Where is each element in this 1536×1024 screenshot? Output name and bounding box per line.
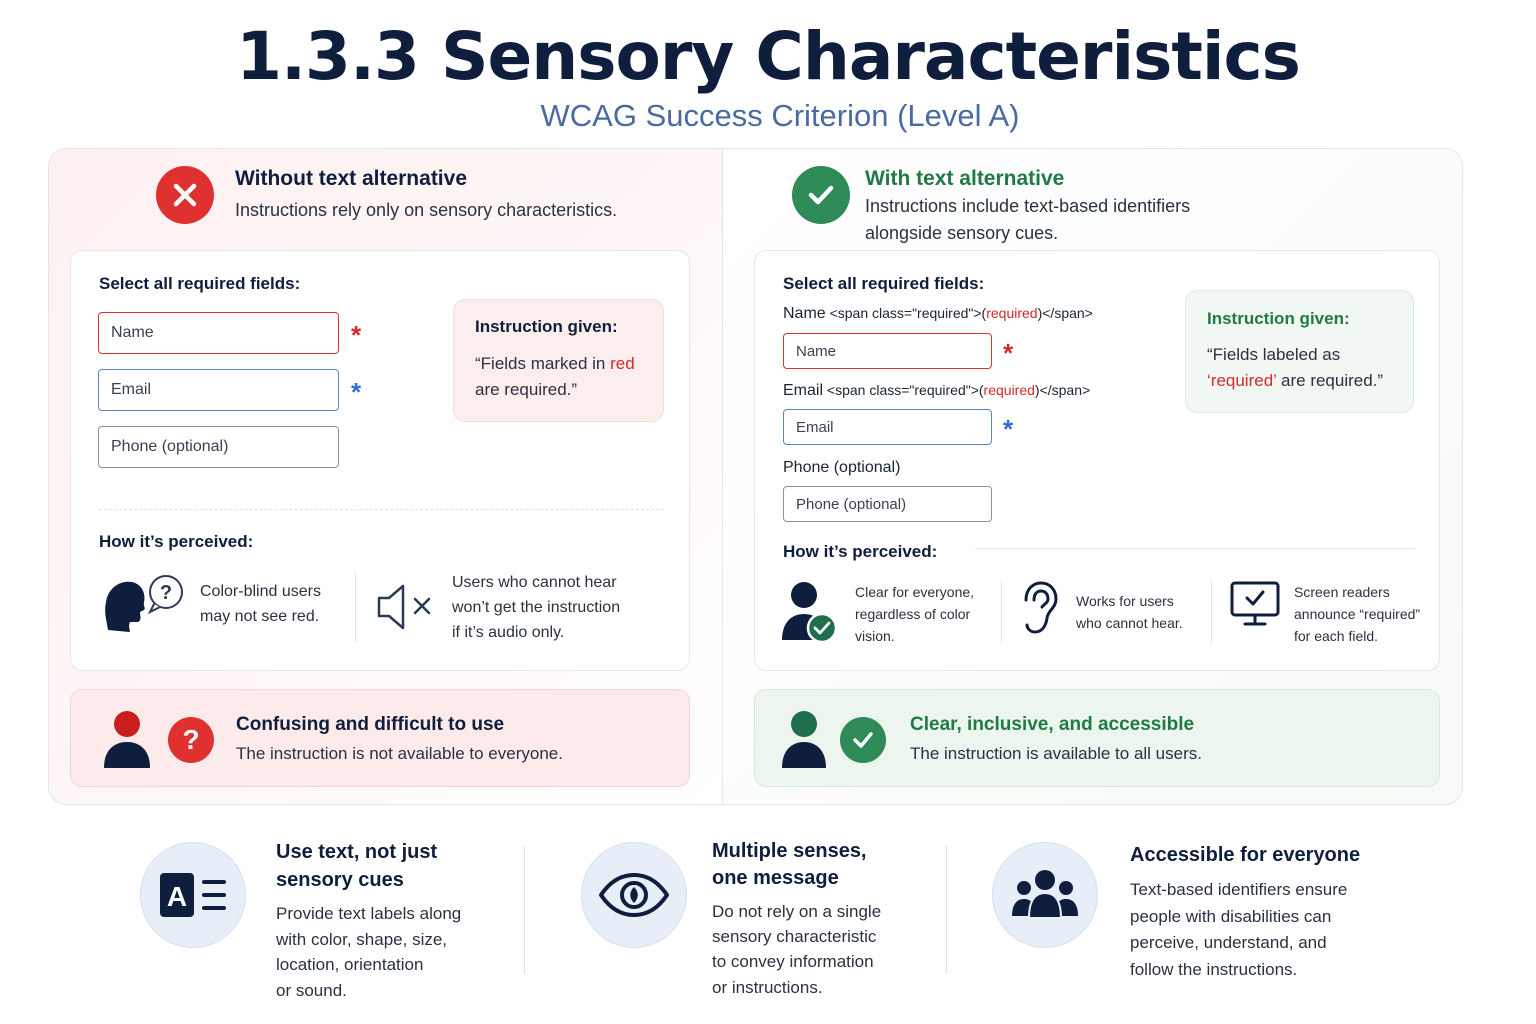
- eye-icon: [581, 842, 687, 948]
- left-instruction-title: Instruction given:: [475, 317, 618, 336]
- tip1-title-line2: sensory cues: [276, 869, 404, 891]
- perceived-colorblind-line2: may not see red.: [200, 608, 320, 625]
- right-perceived-divider: [975, 548, 1415, 549]
- email-label-with-span: Email <span class="required">(required)<…: [783, 382, 1091, 399]
- perceived-hearing-line2: who cannot hear.: [1076, 615, 1183, 631]
- left-instruction-text: “Fields marked in red are required.”: [475, 354, 635, 399]
- monitor-icon: [1229, 580, 1281, 633]
- ear-icon: [1018, 580, 1062, 641]
- perceived-colorblind-line1: Color-blind users: [200, 583, 321, 600]
- tip2-title-line2: one message: [712, 867, 839, 889]
- right-result-desc: The instruction is available to all user…: [910, 744, 1202, 763]
- tip3-line2: people with disabilities can: [1130, 907, 1332, 926]
- left-divider: [99, 509, 664, 510]
- perceived-audio-line1: Users who cannot hear: [452, 574, 617, 591]
- left-perceived-divider: [355, 572, 356, 642]
- user-green-icon: [780, 708, 832, 775]
- right-instruction-title: Instruction given:: [1207, 309, 1350, 328]
- phone-label: Phone (optional): [783, 459, 901, 476]
- speaker-muted-icon: [375, 582, 435, 637]
- perceived-screenreader-line2: announce “required”: [1294, 606, 1421, 622]
- name-field[interactable]: Name: [98, 312, 339, 354]
- tip2-line1: Do not rely on a single: [712, 902, 882, 921]
- required-star-blue: *: [351, 377, 362, 407]
- right-email-field[interactable]: Email: [783, 409, 992, 445]
- perceived-screenreader-line3: for each field.: [1294, 628, 1379, 644]
- head-question-icon: ?: [100, 572, 190, 641]
- perceived-clear-line1: Clear for everyone,: [855, 584, 975, 600]
- user-check-icon: [780, 580, 840, 651]
- perceived-audio-line2: won’t get the instruction: [452, 599, 621, 616]
- right-description-line1: Instructions include text-based identifi…: [865, 196, 1191, 216]
- perceived-screenreader-line1: Screen readers: [1294, 584, 1390, 600]
- group-icon: [992, 842, 1098, 948]
- right-perceived-divider-1: [1001, 580, 1002, 644]
- tip1-line1: Provide text labels along: [276, 904, 462, 923]
- left-instruction-box: [453, 299, 664, 422]
- user-red-icon: [100, 708, 154, 775]
- left-description: Instructions rely only on sensory charac…: [235, 200, 618, 220]
- text-label-icon: A: [140, 842, 246, 948]
- error-x-icon: [156, 166, 214, 224]
- right-phone-field[interactable]: Phone (optional): [783, 486, 992, 522]
- phone-field[interactable]: Phone (optional): [98, 426, 339, 468]
- right-result-title: Clear, inclusive, and accessible: [910, 714, 1195, 735]
- tip3-line3: perceive, understand, and: [1130, 933, 1327, 952]
- tip1-line2: with color, shape, size,: [276, 930, 448, 949]
- right-heading: With text alternative: [865, 167, 1065, 190]
- tip1-line4: or sound.: [276, 981, 347, 1000]
- tip3-line4: follow the instructions.: [1130, 960, 1298, 979]
- perceived-clear-line3: vision.: [855, 628, 895, 644]
- tip2-line2: sensory characteristic: [712, 927, 877, 946]
- left-form-title: Select all required fields:: [99, 274, 301, 293]
- question-icon: ?: [168, 717, 214, 763]
- tip3-title: Accessible for everyone: [1130, 844, 1361, 866]
- left-result-title: Confusing and difficult to use: [236, 714, 505, 735]
- right-description-line2: alongside sensory cues.: [865, 223, 1059, 243]
- right-instruction-box: [1185, 290, 1414, 413]
- green-check-icon: [840, 717, 886, 763]
- perceived-clear-line2: regardless of color: [855, 606, 971, 622]
- left-result-desc: The instruction is not available to ever…: [236, 744, 563, 763]
- tips-divider-2: [946, 846, 947, 974]
- right-perceived-divider-2: [1211, 580, 1212, 644]
- left-result-box: [70, 689, 690, 787]
- name-label-with-span: Name <span class="required">(required)</…: [783, 305, 1093, 322]
- page-subtitle: WCAG Success Criterion (Level A): [540, 98, 1020, 133]
- tip1-title-line1: Use text, not just: [276, 841, 438, 863]
- success-check-icon: [792, 166, 850, 224]
- perceived-hearing-line1: Works for users: [1076, 593, 1174, 609]
- tip2-line3: to convey information: [712, 952, 874, 971]
- right-perceived-title: How it’s perceived:: [783, 542, 938, 561]
- right-required-star-red: *: [1003, 338, 1014, 368]
- left-perceived-title: How it’s perceived:: [99, 532, 254, 551]
- tip2-line4: or instructions.: [712, 978, 823, 997]
- tip2-title-line1: Multiple senses,: [712, 840, 867, 862]
- right-form-title: Select all required fields:: [783, 274, 985, 293]
- tip1-line3: location, orientation: [276, 955, 424, 974]
- left-heading: Without text alternative: [235, 167, 468, 190]
- svg-text:A: A: [167, 881, 187, 912]
- right-name-field[interactable]: Name: [783, 333, 992, 369]
- svg-text:?: ?: [160, 582, 172, 604]
- right-required-star-blue: *: [1003, 414, 1014, 444]
- perceived-audio-line3: if it’s audio only.: [452, 624, 565, 641]
- required-star-red: *: [351, 320, 362, 350]
- email-field[interactable]: Email: [98, 369, 339, 411]
- tip3-line1: Text-based identifiers ensure: [1130, 880, 1348, 899]
- right-instruction-text: “Fields labeled as‘required’ are require…: [1207, 345, 1384, 390]
- tips-divider-1: [524, 846, 525, 974]
- page-title: 1.3.3 Sensory Characteristics: [236, 18, 1301, 95]
